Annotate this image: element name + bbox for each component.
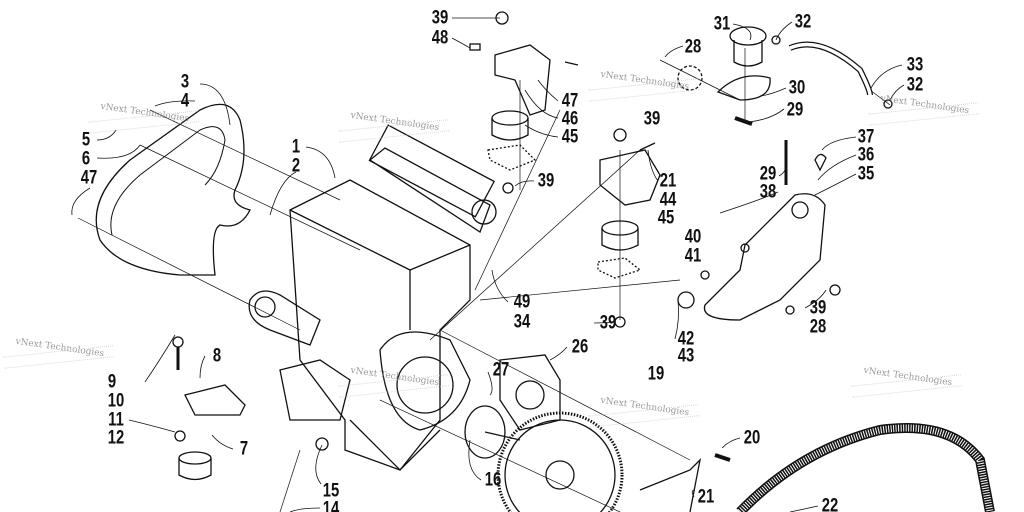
part-label: 39 [431, 7, 449, 29]
part-label: 48 [431, 27, 449, 49]
fuel-filter [677, 26, 893, 126]
part-label: 3 [180, 71, 190, 93]
part-label: 33 [906, 54, 924, 76]
part-label: 11 [108, 409, 124, 431]
part-label: 47 [561, 90, 579, 112]
part-label: 39 [643, 108, 661, 130]
part-label: 21 [659, 170, 677, 192]
engine-mount-left [172, 336, 731, 512]
part-label: 37 [857, 126, 875, 148]
part-label: 4 [180, 90, 190, 112]
part-label: 45 [561, 126, 579, 148]
part-label: 29 [759, 163, 777, 185]
part-label: 47 [80, 167, 98, 189]
part-label: 28 [809, 316, 827, 338]
part-label: 34 [513, 311, 531, 333]
part-label: 39 [537, 170, 555, 192]
part-label: 32 [906, 74, 924, 96]
part-label: 16 [484, 469, 502, 491]
part-label: 10 [107, 390, 125, 412]
part-label: 22 [821, 495, 839, 512]
part-label: 15 [322, 480, 340, 502]
part-label: 39 [809, 297, 827, 319]
engine-mount-top [469, 11, 579, 194]
part-label: 31 [713, 13, 731, 35]
part-label: 21 [697, 486, 715, 508]
part-label: 49 [513, 291, 531, 313]
support-bracket [677, 140, 841, 321]
part-label: 1 [291, 136, 301, 158]
part-label: 44 [659, 189, 677, 211]
part-label: 12 [107, 427, 125, 449]
part-label: 19 [647, 363, 665, 385]
engine-mount-right [597, 128, 661, 328]
engine-block [248, 124, 497, 471]
part-label: 8 [212, 345, 222, 367]
part-label: 6 [81, 148, 91, 170]
part-label: 2 [291, 155, 301, 177]
part-label: 14 [322, 498, 340, 512]
part-label: 43 [677, 345, 695, 367]
part-label: 35 [857, 163, 875, 185]
part-label: 38 [759, 181, 777, 203]
part-label: 41 [684, 245, 702, 267]
part-label: 42 [677, 328, 695, 350]
belt-cover-inner-edge [110, 126, 226, 236]
flywheel [464, 354, 624, 512]
part-label: 30 [788, 77, 806, 99]
part-label: 40 [684, 226, 702, 248]
part-label: 5 [81, 129, 91, 151]
leader-lines [71, 17, 905, 512]
part-label: 46 [561, 108, 579, 130]
part-label: 36 [857, 144, 875, 166]
part-label: 9 [107, 371, 117, 393]
part-label: 28 [684, 36, 702, 58]
part-label: 45 [657, 207, 675, 229]
part-label: 20 [743, 427, 761, 449]
part-label: 32 [794, 11, 812, 33]
drive-belt [736, 423, 995, 512]
part-label: 7 [239, 438, 249, 460]
part-label: 27 [492, 359, 510, 381]
part-label: 29 [786, 99, 804, 121]
part-label: 39 [599, 312, 617, 334]
part-label: 26 [571, 336, 589, 358]
